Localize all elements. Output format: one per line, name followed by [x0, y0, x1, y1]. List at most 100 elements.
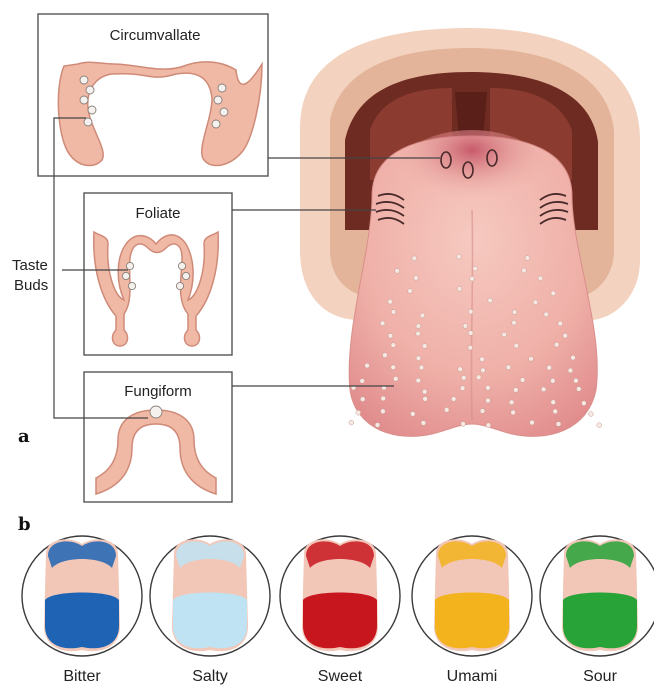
fungiform-dot [416, 331, 421, 336]
fungiform-dot [419, 365, 424, 370]
fungiform-dot [480, 357, 485, 362]
fungiform-dot [416, 356, 421, 361]
fungiform-dot [476, 375, 481, 380]
fungiform-dot [481, 368, 486, 373]
fungiform-dot [422, 344, 427, 349]
fungiform-dot [538, 276, 543, 281]
fungiform-dot [381, 409, 386, 414]
fungiform-dot [451, 397, 456, 402]
fungiform-dot [416, 378, 421, 383]
fungiform-dot [486, 423, 491, 428]
inset-fungiform: Fungiform [84, 372, 232, 502]
fungiform-dot [533, 300, 538, 305]
fungiform-dot [530, 420, 535, 425]
fungiform-dot [458, 367, 463, 372]
inset-title-foliate: Foliate [135, 205, 180, 222]
fungiform-dot [589, 412, 594, 417]
fungiform-dot [571, 355, 576, 360]
fungiform-dot [410, 412, 415, 417]
fungiform-dot [551, 400, 556, 405]
fungiform-dot [486, 385, 491, 390]
tongue [349, 130, 602, 436]
fungiform-dot [395, 269, 400, 274]
fungiform-dot [568, 368, 573, 373]
inset-title-circumvallate: Circumvallate [110, 27, 201, 44]
fungiform-dot [412, 256, 417, 261]
taste-map-sweet: Sweet [280, 536, 400, 685]
fungiform-dot [597, 423, 602, 428]
fungiform-dot [563, 333, 568, 338]
taste-zone-front [303, 593, 377, 649]
fungiform-dot [541, 387, 546, 392]
fungiform-dot [421, 421, 426, 426]
inset-foliate: Foliate [84, 193, 232, 355]
fungiform-dot [360, 397, 365, 402]
fungiform-dot [544, 312, 549, 317]
fungiform-dot [444, 407, 449, 412]
taste-label-sweet: Sweet [318, 668, 363, 685]
fungiform-dot [365, 363, 370, 368]
fungiform-dot [468, 331, 473, 336]
fungiform-dot [388, 333, 393, 338]
fungiform-dot [551, 291, 556, 296]
fungiform-dot [525, 256, 530, 261]
taste-zone-front [173, 593, 247, 649]
fungiform-dot [456, 254, 461, 259]
fungiform-dot [512, 320, 517, 325]
fungiform-dot [349, 420, 354, 425]
fungiform-dot [391, 343, 396, 348]
fungiform-dot [460, 386, 465, 391]
fungiform-dot [388, 299, 393, 304]
fungiform-dot [360, 379, 365, 384]
fungiform-dot [512, 310, 517, 315]
fungiform-dot [468, 345, 473, 350]
taste-zone-front [435, 593, 509, 649]
taste-buds-label-line1: Taste [12, 257, 48, 274]
fungiform-dot [558, 321, 563, 326]
fungiform-dot [381, 396, 386, 401]
fungiform-dot [393, 376, 398, 381]
inset-circumvallate: Circumvallate [38, 14, 268, 176]
fungiform-dot [553, 409, 558, 414]
fungiform-dot [461, 375, 466, 380]
fungiform-dot [463, 324, 468, 329]
fungiform-dot [423, 397, 428, 402]
fungiform-dot [556, 422, 561, 427]
taste-label-bitter: Bitter [63, 668, 101, 685]
fungiform-dot [391, 365, 396, 370]
fungiform-dot [375, 423, 380, 428]
taste-label-salty: Salty [192, 668, 228, 685]
taste-label-umami: Umami [447, 668, 498, 685]
panel-letter-b: b [18, 514, 31, 535]
fungiform-dot [391, 310, 396, 315]
fungiform-dot [468, 309, 473, 314]
fungiform-dot [554, 342, 559, 347]
fungiform-dot [513, 388, 518, 393]
fungiform-dot [582, 401, 587, 406]
fungiform-dot [416, 324, 421, 329]
fungiform-dot [576, 387, 581, 392]
fungiform-dot [522, 268, 527, 273]
fungiform-dot [550, 378, 555, 383]
taste-map-salty: Salty [150, 536, 270, 685]
fungiform-dot [420, 313, 425, 318]
fungiform-dot [514, 343, 519, 348]
fungiform-dot [486, 398, 491, 403]
fungiform-bud [150, 406, 162, 418]
fungiform-dot [356, 410, 361, 415]
fungiform-dot [461, 422, 466, 427]
panel-letter-a: a [18, 426, 30, 447]
fungiform-dot [414, 276, 419, 281]
taste-zone-front [563, 593, 637, 649]
fungiform-dot [473, 266, 478, 271]
fungiform-dot [422, 389, 427, 394]
fungiform-dot [488, 298, 493, 303]
fungiform-dot [511, 410, 516, 415]
fungiform-dot [574, 378, 579, 383]
fungiform-dot [509, 400, 514, 405]
taste-zone-front [45, 593, 119, 649]
fungiform-dot [520, 378, 525, 383]
fungiform-dot [470, 276, 475, 281]
